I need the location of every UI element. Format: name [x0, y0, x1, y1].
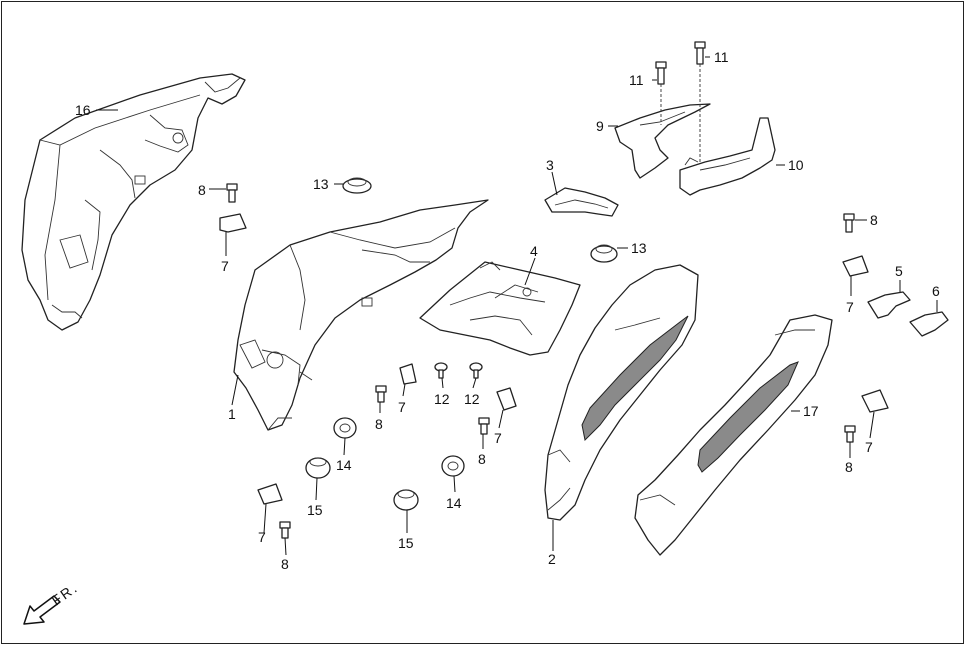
part-12-screw-a [434, 362, 448, 379]
part-7-clip-e [861, 389, 889, 413]
callout-5: 5 [895, 263, 903, 279]
callout-1: 1 [228, 406, 236, 422]
callout-13: 13 [631, 240, 647, 256]
part-13-grommet-b [590, 244, 618, 263]
part-8-bolt-c [375, 385, 387, 403]
part-2-side-panel [544, 264, 699, 521]
callout-2: 2 [548, 551, 556, 567]
callout-11: 11 [629, 72, 644, 88]
part-4-bracket [419, 261, 581, 356]
callout-6: 6 [932, 283, 940, 299]
part-12-screw-b [469, 362, 483, 379]
callout-17: 17 [803, 403, 819, 419]
part-10-bracket [679, 117, 776, 196]
part-8-bolt-b [843, 213, 855, 233]
callout-12: 12 [464, 391, 480, 407]
callout-8: 8 [281, 556, 289, 572]
part-8-bolt-f [279, 521, 291, 539]
callout-labels: 16 8 7 13 1 3 4 13 9 11 11 10 8 7 5 6 7 … [75, 49, 940, 572]
callout-7: 7 [398, 399, 406, 415]
part-16-front-cover [21, 73, 246, 331]
callout-8: 8 [198, 182, 206, 198]
direction-label: FR. [49, 579, 82, 608]
part-7-clip-b [399, 363, 417, 385]
callout-7: 7 [494, 430, 502, 446]
part-5-clip [867, 291, 911, 319]
part-15-grommet-a [305, 457, 331, 479]
callout-3: 3 [546, 157, 554, 173]
callout-8: 8 [845, 459, 853, 475]
leader-lines [96, 56, 938, 556]
part-8-bolt-d [478, 417, 490, 435]
callout-8: 8 [870, 212, 878, 228]
part-7-clip-c [496, 387, 517, 411]
front-direction-indicator: FR. [23, 579, 82, 625]
callout-7: 7 [865, 439, 873, 455]
part-17-side-panel [634, 314, 833, 556]
callout-12: 12 [434, 391, 450, 407]
callout-14: 14 [446, 495, 462, 511]
arrow-down-left-icon [23, 595, 61, 625]
part-9-bracket [614, 103, 711, 179]
callout-9: 9 [596, 118, 604, 134]
part-7-clip-f [257, 483, 283, 505]
callout-7: 7 [258, 529, 266, 545]
callout-15: 15 [398, 535, 414, 551]
part-7-clip-a [219, 213, 247, 233]
part-14-grommet-b [441, 455, 465, 477]
part-8-bolt-a [226, 183, 238, 203]
callout-15: 15 [307, 502, 323, 518]
part-15-grommet-b [393, 489, 419, 511]
part-11-bolt-a [655, 61, 667, 125]
part-1-side-cover [233, 199, 489, 431]
callout-10: 10 [788, 157, 804, 173]
callout-14: 14 [336, 457, 352, 473]
callout-8: 8 [375, 416, 383, 432]
part-13-grommet-a [342, 177, 372, 194]
part-7-clip-d [842, 255, 869, 277]
part-14-grommet-a [333, 417, 357, 439]
part-6-clip [909, 311, 949, 337]
callout-16: 16 [75, 102, 91, 118]
callout-8: 8 [478, 451, 486, 467]
part-8-bolt-e [844, 425, 856, 443]
callout-11: 11 [714, 49, 729, 65]
part-11-bolt-b [694, 41, 706, 162]
callout-13: 13 [313, 176, 329, 192]
callout-7: 7 [846, 299, 854, 315]
part-3-small-bracket [544, 187, 619, 217]
callout-4: 4 [530, 243, 538, 259]
callout-7: 7 [221, 258, 229, 274]
